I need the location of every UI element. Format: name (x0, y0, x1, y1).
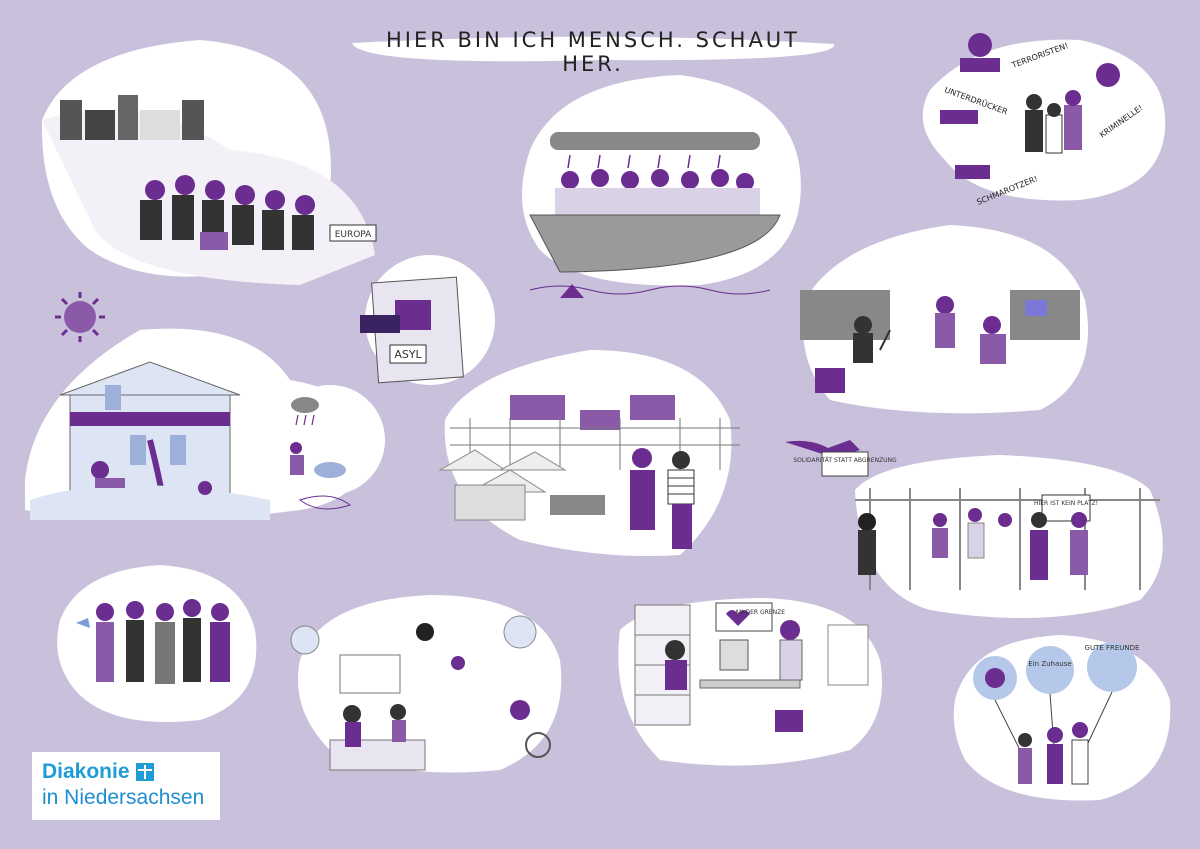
scene-villa-island (25, 328, 385, 520)
scene-border-containers (800, 225, 1088, 414)
balloon-gute-freunde: GUTE FREUNDE (1085, 644, 1140, 652)
scene-accusations: TERRORISTEN! UNTERDRÜCKER KRIMINELLE! SC… (922, 33, 1166, 207)
scene-playground (290, 595, 562, 773)
sign-europa: EUROPA (335, 230, 372, 240)
sun-icon (55, 292, 105, 342)
scene-asylum-stamp: ASYL (360, 255, 495, 385)
scene-border-fence: HIER IST KEIN PLATZ! (855, 455, 1163, 618)
sign-kein-platz: HIER IST KEIN PLATZ! (1034, 500, 1098, 507)
title-splash (352, 36, 835, 62)
scene-counseling-office: AN DER GRENZE (618, 598, 882, 766)
sign-herz-grenze: AN DER GRENZE (735, 609, 785, 616)
scene-boat (522, 75, 801, 298)
diakonie-cross-icon (135, 763, 154, 781)
banner-solidaritaet: SOLIDARITÄT STATT ABGRENZUNG (793, 457, 897, 464)
page-title: HIER BIN ICH MENSCH. SCHAUT HER. (385, 28, 801, 76)
logo-brand: Diakonie (42, 760, 130, 783)
scene-refugee-camp (438, 350, 740, 556)
scene-flight-crowd: EUROPA (41, 40, 377, 285)
logo-region: in Niedersachsen (42, 786, 205, 809)
scene-group-photo (57, 565, 257, 722)
scene-solidarity-bird: SOLIDARITÄT STATT ABGRENZUNG (785, 440, 897, 477)
scene-balloons: Ein Zuhause GUTE FREUNDE (953, 635, 1171, 801)
stamp-asyl: ASYL (394, 348, 422, 361)
diakonie-logo: Diakonie in Niedersachsen (32, 752, 220, 820)
balloon-zuhause: Ein Zuhause (1028, 660, 1071, 668)
